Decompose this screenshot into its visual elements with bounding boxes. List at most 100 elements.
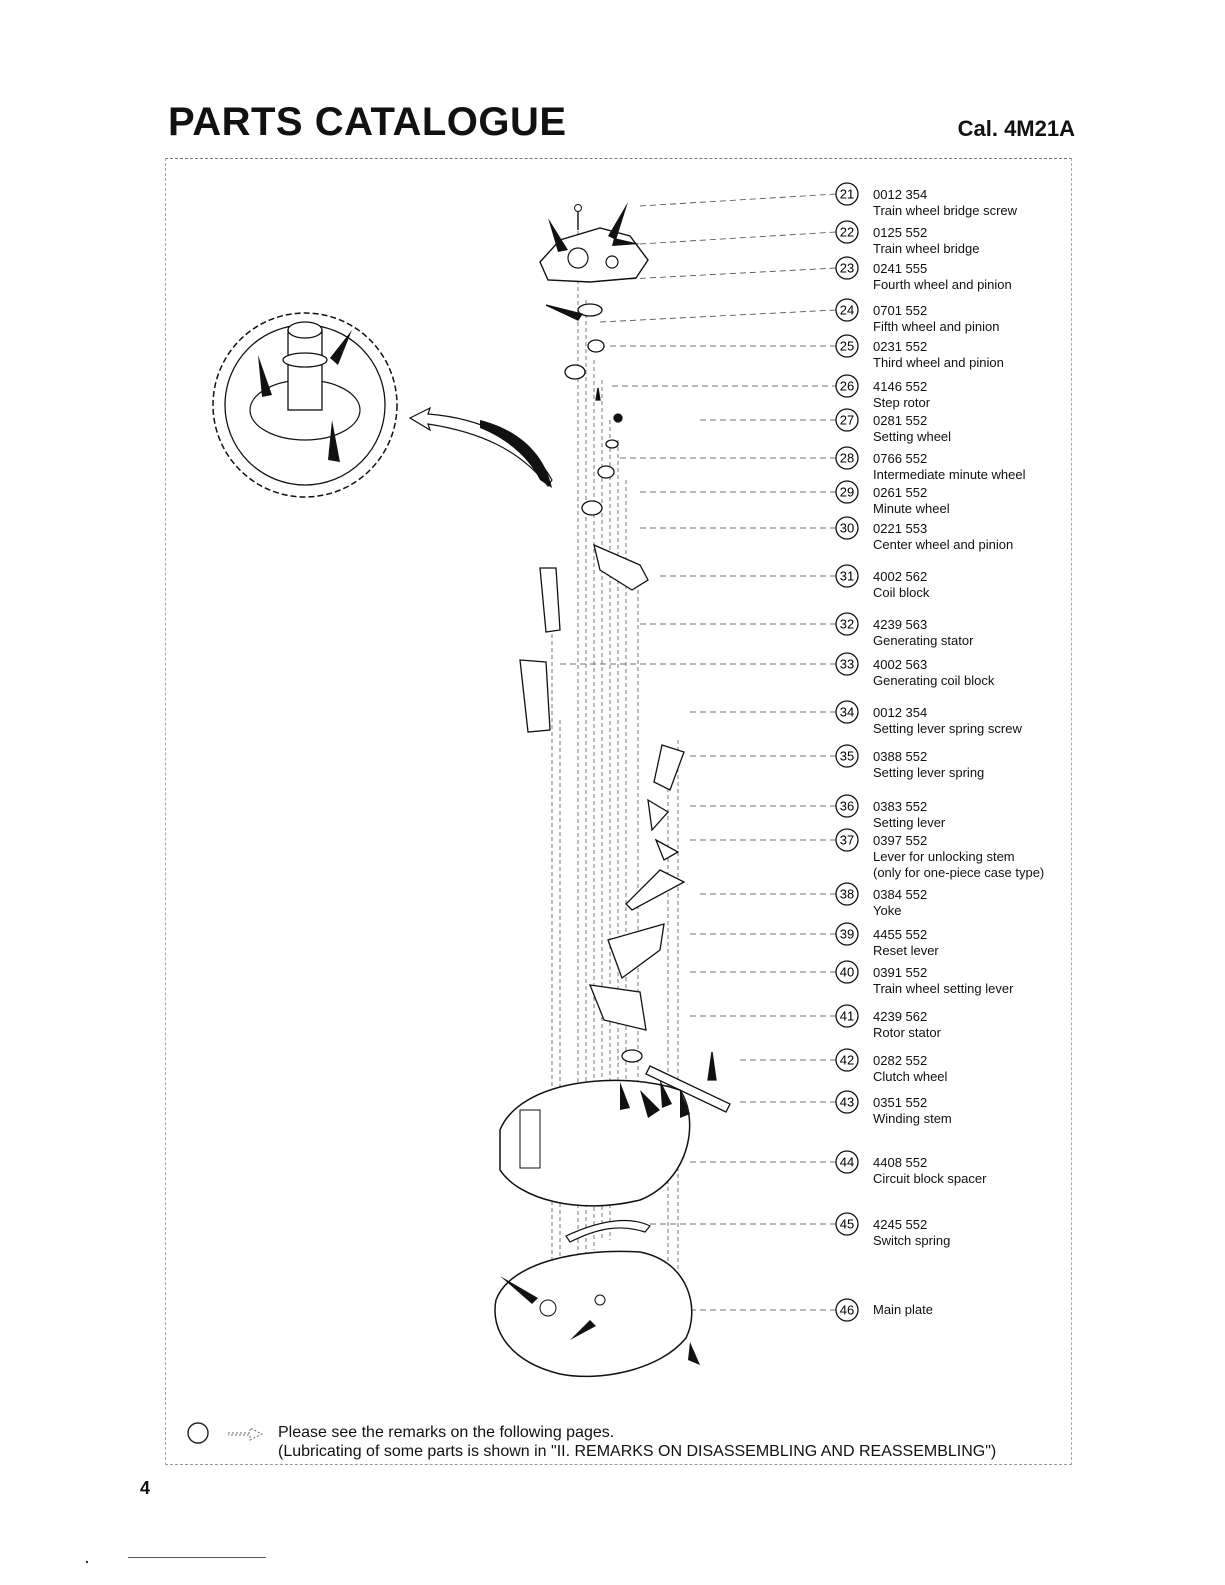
callout-circle [835, 960, 859, 984]
callout-circle [835, 744, 859, 768]
callout-circle [835, 700, 859, 724]
callout-number: 22 [840, 225, 854, 240]
part-name: Generating coil block [873, 673, 995, 688]
part-code: 0261 552 [873, 485, 928, 500]
callout-circle [835, 1090, 859, 1114]
part-name: Setting lever [873, 815, 946, 830]
part-code: 0012 354 [873, 187, 928, 202]
callout-number: 43 [840, 1095, 854, 1110]
callout-number: 35 [840, 749, 854, 764]
leader-line [609, 267, 837, 281]
callout-number: 38 [840, 887, 854, 902]
part-code: 0384 552 [873, 887, 928, 902]
part-name: Train wheel bridge [873, 241, 980, 256]
callout-circle [835, 408, 859, 432]
callout-circle [835, 516, 859, 540]
dot-mark [86, 1561, 88, 1563]
part-code: 4146 552 [873, 379, 928, 394]
part-code: 0282 552 [873, 1053, 928, 1068]
main-plate-illustration [494, 1250, 700, 1378]
part-name: Fourth wheel and pinion [873, 277, 1012, 292]
footer-note: Please see the remarks on the following … [278, 1423, 996, 1461]
callout-circle [835, 652, 859, 676]
part-code: 4239 563 [873, 617, 928, 632]
callout-circle [835, 298, 859, 322]
part-name: Switch spring [873, 1233, 951, 1248]
callout-number: 24 [840, 303, 854, 318]
leader-line [639, 231, 837, 245]
callout-number: 37 [840, 833, 854, 848]
callout-circle [835, 1298, 859, 1322]
callout-circle [835, 1004, 859, 1028]
callout-number: 46 [840, 1303, 854, 1318]
callout-number: 41 [840, 1009, 854, 1024]
part-code: 0241 555 [873, 261, 928, 276]
callout-circle [835, 612, 859, 636]
leader-line [599, 309, 837, 323]
page-number: 4 [140, 1478, 151, 1498]
part-name: Circuit block spacer [873, 1171, 987, 1186]
part-code: 4408 552 [873, 1155, 928, 1170]
callout-circle [835, 922, 859, 946]
callout-circle [835, 1150, 859, 1174]
part-name: Winding stem [873, 1111, 952, 1126]
part-name: Coil block [873, 585, 930, 600]
caliber-label: Cal. 4M21A [957, 116, 1075, 141]
callout-number: 21 [840, 187, 854, 202]
part-name: Train wheel bridge screw [873, 203, 1018, 218]
part-name: Lever for unlocking stem [873, 849, 1015, 864]
circuit-block-illustration [499, 1079, 691, 1207]
callout-circle [835, 564, 859, 588]
callout-circle [835, 220, 859, 244]
callout-number: 36 [840, 799, 854, 814]
callout-number: 25 [840, 339, 854, 354]
part-code: 0281 552 [873, 413, 928, 428]
callout-circle [835, 446, 859, 470]
callout-number: 26 [840, 379, 854, 394]
catalogue-frame [165, 158, 1072, 1465]
part-name: Clutch wheel [873, 1069, 948, 1084]
part-code: 0766 552 [873, 451, 928, 466]
part-name: Intermediate minute wheel [873, 467, 1026, 482]
part-code: 0125 552 [873, 225, 928, 240]
callout-circle [835, 374, 859, 398]
part-name: Setting lever spring screw [873, 721, 1022, 736]
part-name: Train wheel setting lever [873, 981, 1014, 996]
part-code: 4245 552 [873, 1217, 928, 1232]
callout-circle [835, 828, 859, 852]
callout-number: 29 [840, 485, 854, 500]
part-name: Setting wheel [873, 429, 952, 444]
dashed-arrow-icon [228, 1427, 264, 1441]
callout-number: 32 [840, 617, 854, 632]
part-name: Step rotor [873, 395, 931, 410]
page-title: PARTS CATALOGUE [168, 100, 567, 144]
part-name: Generating stator [873, 633, 974, 648]
callout-number: 33 [840, 657, 854, 672]
leader-line [639, 193, 837, 207]
part-name: Yoke [873, 903, 902, 918]
part-code: 0391 552 [873, 965, 928, 980]
footer-note-line1: Please see the remarks on the following … [278, 1424, 615, 1441]
callout-number: 28 [840, 451, 854, 466]
part-name: Third wheel and pinion [873, 355, 1004, 370]
part-name: Rotor stator [873, 1025, 941, 1040]
callout-number: 44 [840, 1155, 854, 1170]
part-name: Minute wheel [873, 501, 950, 516]
